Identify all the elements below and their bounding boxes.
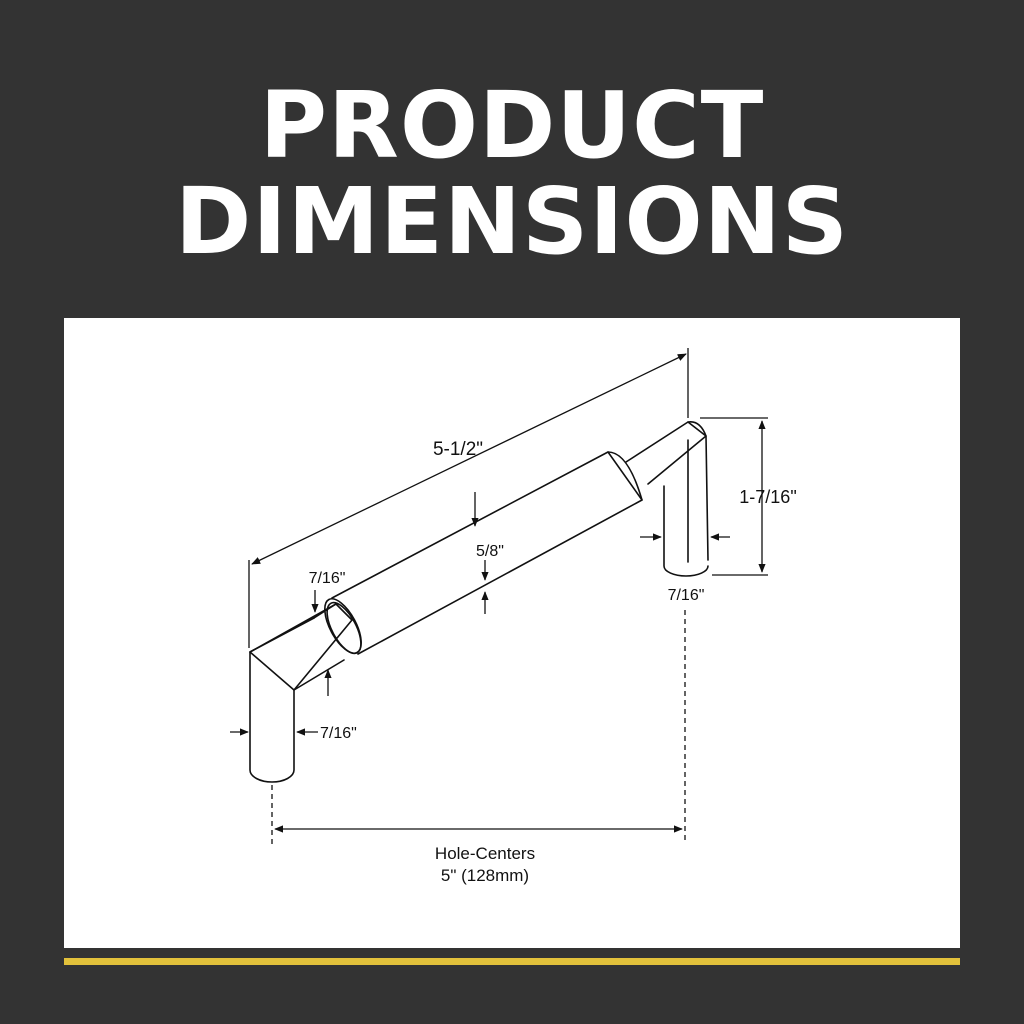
page-title: PRODUCT DIMENSIONS xyxy=(0,78,1024,270)
left-elbow xyxy=(249,603,353,691)
right-bar xyxy=(625,421,707,485)
length-dimension-line xyxy=(251,353,687,565)
title-line-1: PRODUCT xyxy=(259,72,765,179)
accent-line xyxy=(64,958,960,965)
left-bar-edge xyxy=(293,659,345,691)
left-side-diameter-label: 7/16" xyxy=(320,725,357,742)
right-elbow xyxy=(687,420,709,561)
diagram-panel: 5-1/2" 5/8" 7/16" 7/16" 7/16" 1-7/16" Ho… xyxy=(64,318,960,948)
length-label: 5-1/2" xyxy=(433,439,483,460)
left-top-diameter-label: 7/16" xyxy=(309,570,346,587)
handle-dimension-drawing: 5-1/2" 5/8" 7/16" 7/16" 7/16" 1-7/16" Ho… xyxy=(230,348,797,885)
right-post xyxy=(663,485,709,577)
bar-diameter-label: 5/8" xyxy=(476,543,504,560)
right-post-diameter-label: 7/16" xyxy=(668,587,705,604)
left-post xyxy=(249,651,295,783)
hole-centers-label: Hole-Centers xyxy=(435,844,535,863)
left-bar-top xyxy=(249,617,315,653)
cylinder-left-end xyxy=(324,598,362,654)
height-label: 1-7/16" xyxy=(739,487,796,507)
hole-centers-value: 5" (128mm) xyxy=(441,866,529,885)
title-line-2: DIMENSIONS xyxy=(175,168,849,275)
